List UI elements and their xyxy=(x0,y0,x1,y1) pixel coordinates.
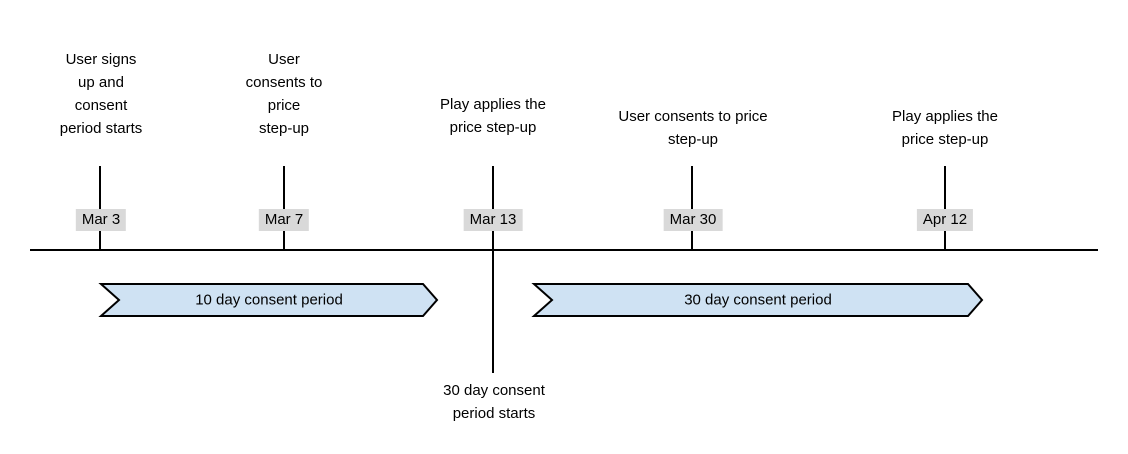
caption-line: User consents to price xyxy=(618,108,768,125)
event-date-mar-13: Mar 13 xyxy=(463,209,523,231)
event-date-mar-7: Mar 7 xyxy=(258,209,310,231)
event-caption-mar-13-below: 30 day consent period starts xyxy=(443,379,545,425)
caption-line: Play applies the xyxy=(892,108,998,125)
banner-label: 30 day consent period xyxy=(684,291,832,309)
caption-line: User xyxy=(268,51,300,68)
event-date-mar-30: Mar 30 xyxy=(663,209,723,231)
timeline-axis xyxy=(30,249,1098,251)
event-tick-mar-7 xyxy=(283,166,285,250)
caption-line: Play applies the xyxy=(440,96,546,113)
event-tick-mar-13 xyxy=(492,166,494,373)
event-caption-mar-7: User consents to price step-up xyxy=(246,48,323,140)
banner-10-day-consent-period: 10 day consent period xyxy=(98,283,439,317)
event-date-apr-12: Apr 12 xyxy=(916,209,974,231)
caption-line: period starts xyxy=(452,405,536,422)
caption-line: 30 day consent xyxy=(443,382,545,399)
banner-arrow-shape xyxy=(531,283,984,317)
caption-line: price xyxy=(267,97,301,114)
event-caption-mar-13: Play applies the price step-up xyxy=(440,93,546,139)
event-caption-mar-30: User consents to price step-up xyxy=(618,105,767,151)
caption-line: step-up xyxy=(667,131,719,148)
caption-line: consents to xyxy=(245,74,323,91)
event-caption-mar-3: User signs up and consent period starts xyxy=(60,48,143,140)
event-tick-mar-30 xyxy=(691,166,693,250)
event-tick-apr-12 xyxy=(944,166,946,250)
banner-30-day-consent-period: 30 day consent period xyxy=(531,283,984,317)
caption-line: consent xyxy=(74,97,128,114)
caption-line: User signs xyxy=(65,51,137,68)
event-tick-mar-3 xyxy=(99,166,101,250)
event-date-mar-3: Mar 3 xyxy=(75,209,127,231)
banner-arrow-shape xyxy=(98,283,439,317)
event-caption-apr-12: Play applies the price step-up xyxy=(892,105,998,151)
caption-line: up and xyxy=(78,74,124,91)
caption-line: period starts xyxy=(59,120,143,137)
banner-label: 10 day consent period xyxy=(195,291,343,309)
caption-line: price step-up xyxy=(449,119,537,136)
caption-line: price step-up xyxy=(901,131,989,148)
caption-line: step-up xyxy=(258,120,310,137)
